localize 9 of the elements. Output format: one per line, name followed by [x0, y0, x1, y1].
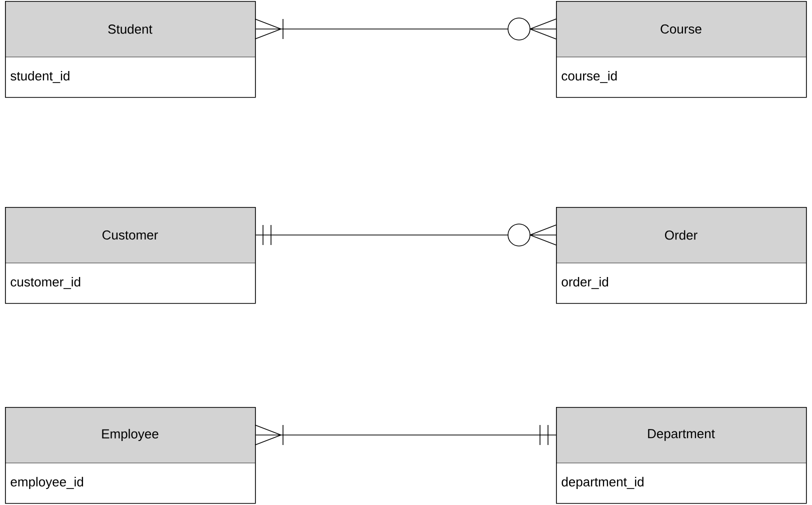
relationship-line [255, 224, 556, 246]
entity-box: Student student_id [4, 1, 256, 98]
entity-box: Department department_id [556, 407, 807, 504]
entity-box: Order order_id [556, 207, 807, 304]
entity-box: Customer customer_id [4, 207, 256, 304]
entity-box: Employee employee_id [4, 407, 256, 504]
entity-box: Course course_id [556, 1, 807, 98]
relationship-line [254, 18, 556, 40]
relationship-line [254, 424, 556, 446]
